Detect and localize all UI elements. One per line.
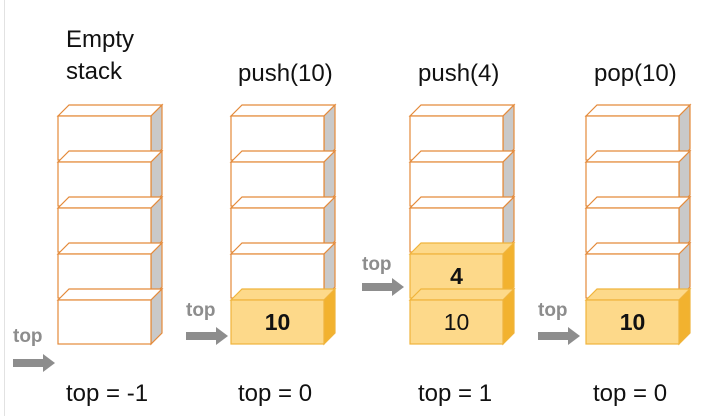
cell-front-face <box>409 299 504 345</box>
stack-1-title-line-2: stack <box>66 58 123 85</box>
cell-top-face <box>408 242 516 255</box>
cell-top-face <box>229 242 337 255</box>
stack-3-title: push(4) <box>418 60 500 87</box>
stack-1-top-pointer-label: top <box>13 326 43 347</box>
stack-4-top-caption: top = 0 <box>593 380 668 407</box>
stack-4: 10 <box>538 103 692 346</box>
cell-top-face <box>408 288 516 301</box>
top-pointer-arrow-icon <box>186 327 228 345</box>
cell-front-face <box>57 299 152 345</box>
stack-1 <box>13 103 164 372</box>
cell-top-face <box>584 104 692 117</box>
stack-3: 4 10 <box>362 103 516 346</box>
stack-3-top-caption: top = 1 <box>418 380 493 407</box>
stack-4-cell-1: 10 <box>584 287 692 346</box>
stack-3-cell-1: 10 <box>408 287 516 346</box>
cell-top-face <box>229 196 337 209</box>
cell-top-face <box>584 196 692 209</box>
cell-front-face <box>585 299 680 345</box>
top-pointer-arrow-icon <box>538 327 580 345</box>
cell-top-face <box>56 150 164 163</box>
stack-1-cell-1 <box>56 287 164 346</box>
cell-top-face <box>56 242 164 255</box>
stack-1-title: Empty stack <box>66 24 134 88</box>
cell-top-face <box>408 196 516 209</box>
stack-3-top-pointer-label: top <box>362 254 392 275</box>
cell-top-face <box>408 150 516 163</box>
cell-top-face <box>56 104 164 117</box>
stack-4-top-pointer-label: top <box>538 300 568 321</box>
stack-2-top-pointer-label: top <box>186 300 216 321</box>
stack-1-title-line-1: Empty <box>66 26 135 53</box>
stack-2-title: push(10) <box>238 60 333 87</box>
cell-top-face <box>229 150 337 163</box>
stack-1-top-caption: top = -1 <box>66 380 149 407</box>
cell-value: 10 <box>444 309 470 335</box>
stack-2-cell-1: 10 <box>229 287 337 346</box>
stack-4-title: pop(10) <box>594 60 677 87</box>
cell-top-face <box>584 288 692 301</box>
top-pointer-arrow-icon <box>362 278 404 296</box>
cell-top-face <box>56 288 164 301</box>
cell-top-face <box>56 196 164 209</box>
left-edge-divider <box>4 0 5 416</box>
cell-value: 4 <box>450 263 463 289</box>
cell-top-face <box>229 104 337 117</box>
top-pointer-arrow-icon <box>13 354 55 372</box>
cell-top-face <box>229 288 337 301</box>
stack-2: 10 <box>186 103 337 346</box>
cell-front-face <box>230 299 325 345</box>
cell-value: 10 <box>265 309 291 335</box>
cell-top-face <box>584 150 692 163</box>
cell-top-face <box>408 104 516 117</box>
cell-top-face <box>584 242 692 255</box>
cell-value: 10 <box>620 309 646 335</box>
stack-2-top-caption: top = 0 <box>238 380 313 407</box>
